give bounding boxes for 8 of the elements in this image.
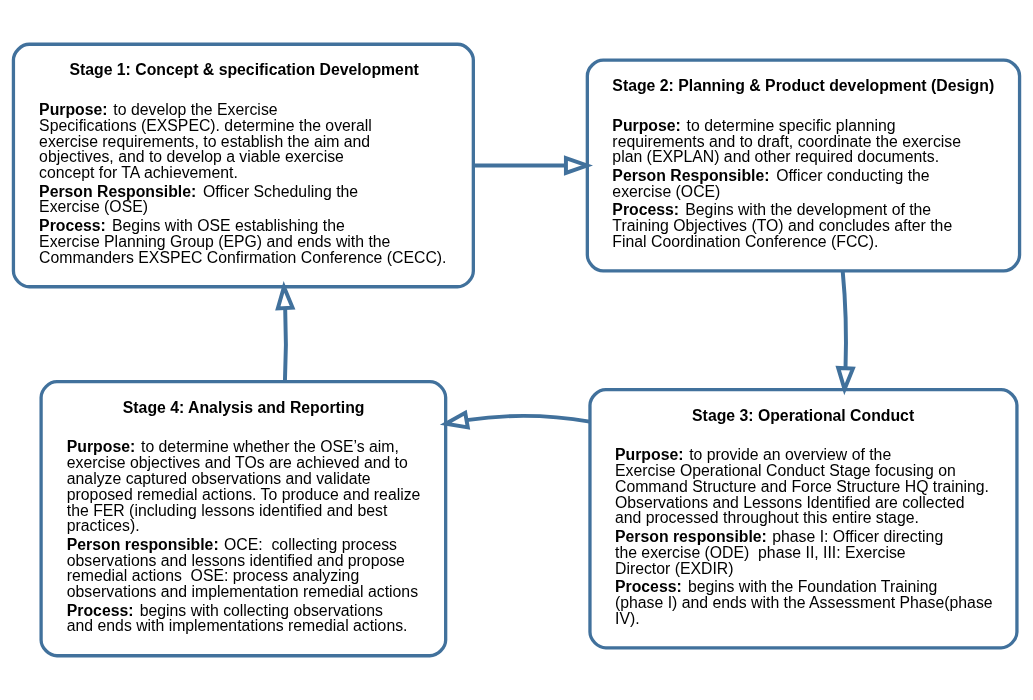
arrow — [835, 270, 856, 396]
node-box: Stage 2: Planning & Product development (Design) Purpose: to determine specific planning requirements and to draft, coordinate the exercise plan (EXPLAN) and other required documents. Person Responsible: Officer conducting the exercise (OCE) Process: Begins with the development of the Training Objectives (TO) and concludes after the Final Coordination Conference (FCC). — [585, 58, 1022, 273]
arrow — [275, 281, 296, 382]
node-box: Stage 1: Concept & specification Development Purpose: to develop the Exercise Specifications (EXSPEC). determine the overall exercise requirements, to establish the aim and objectives, and to develop a viable exercise concept for TA achievement. Person Responsible: Officer Scheduling the Exercise (OSE) Process: Begins with OSE establishing the Exercise Planning Group (EPG) and ends with the Commanders EXSPEC Confirmation Conference (CECC). — [11, 42, 475, 289]
node-box: Stage 4: Analysis and Reporting Purpose: to determine whether the OSE’s aim, exercise objectives and TOs are achieved and to analyze captured observations and validate proposed remedial actions. To produce and realize the FER (including lessons identified and best practices). Person responsible: OCE: collecting process observations and lessons identified and propose remedial actions OSE: process analyzing observations and implementation remedial actions Process: begins with collecting observations and ends with implementations remedial actions. — [39, 380, 448, 658]
arrow — [439, 409, 590, 430]
node-box: Stage 3: Operational Conduct Purpose: to provide an overview of the Exercise Operational Conduct Stage focusing on Command Structure and Force Structure HQ training. Observations and Lessons Identified are collected and processed throughout this entire stage. Person responsible: phase I: Officer directing the exercise (ODE) phase II, III: Exercise Director (EXDIR) Process: begins with the Foundation Training (phase I) and ends with the Assessment Phase(phase IV). — [588, 387, 1019, 650]
arrow — [473, 155, 593, 176]
